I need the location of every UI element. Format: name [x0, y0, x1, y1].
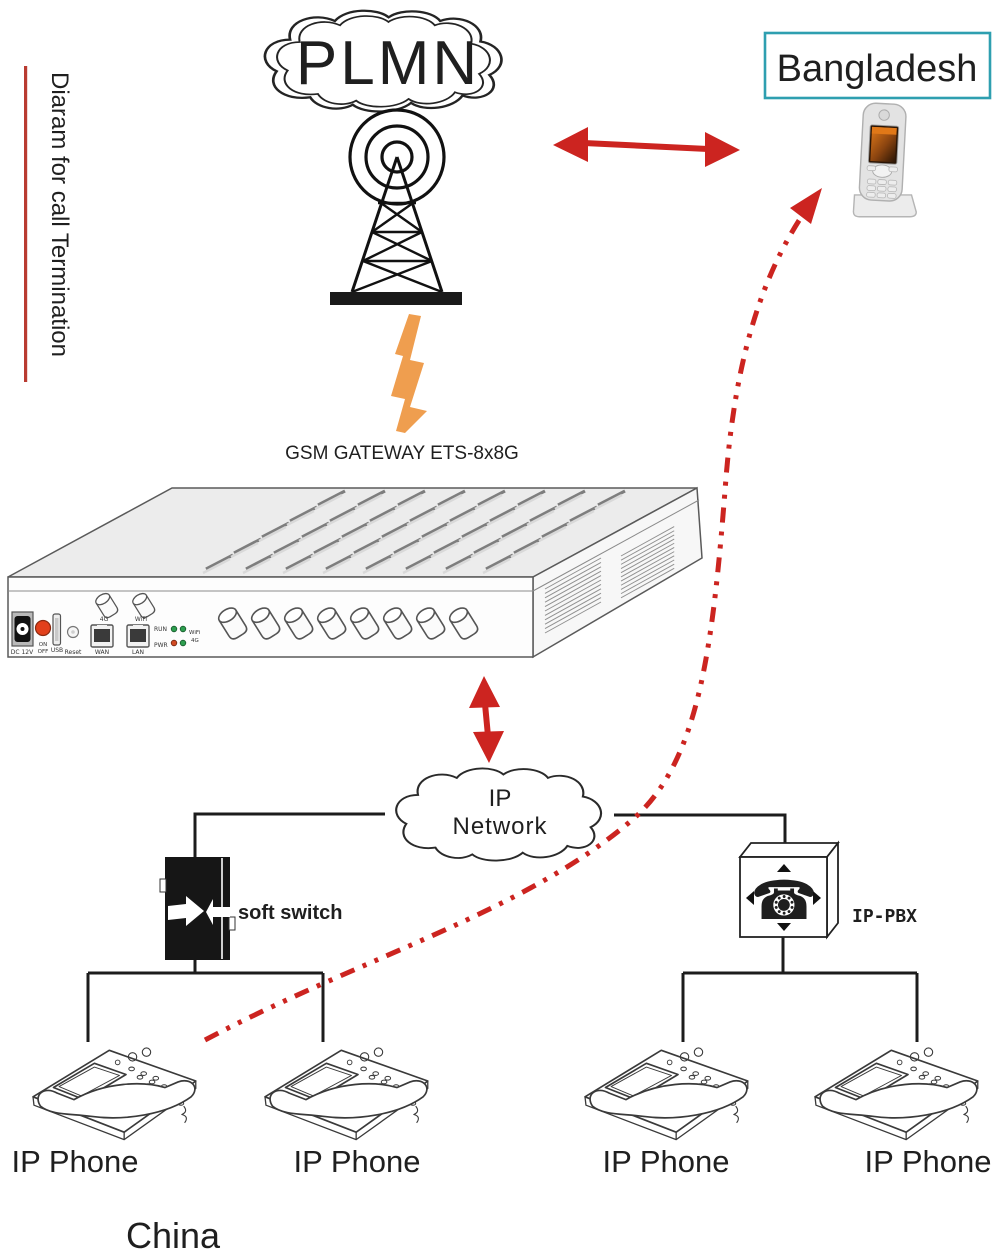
- side-title-rule: [24, 66, 28, 382]
- ant4g-label: 4G: [100, 616, 109, 623]
- side-title: Diaram for call Termination: [24, 66, 73, 382]
- call-route-dashed-path: [203, 198, 816, 1043]
- pbx-arrow-down: [777, 923, 791, 931]
- desk-phone-icon-4: [814, 1047, 979, 1141]
- ip-phone-label-4: IP Phone: [865, 1144, 992, 1179]
- plmn-cloud-icon: PLMN: [263, 9, 503, 113]
- run-led-1: [170, 625, 178, 633]
- antenna-tower-icon: [330, 108, 462, 305]
- off-label: OFF: [38, 649, 49, 655]
- run-label: RUN: [154, 626, 167, 633]
- soft-switch-arrow-right: [168, 896, 204, 926]
- wan-port: [90, 624, 114, 648]
- line-softswitch-to-phones: [86, 960, 325, 1042]
- lan-label: LAN: [132, 649, 144, 656]
- ip-pbx-label: IP-PBX: [852, 906, 917, 927]
- call-route: [203, 188, 822, 1043]
- ip-phone-label-3: IP Phone: [603, 1144, 730, 1179]
- pwr-led-2: [179, 639, 187, 647]
- antwifi-label: WiFi: [135, 616, 147, 623]
- gateway-caption: GSM GATEWAY ETS-8x8G: [285, 443, 519, 464]
- wan-label: WAN: [95, 649, 109, 656]
- run-led-2: [179, 625, 187, 633]
- soft-switch-arrow-left: [206, 899, 230, 925]
- call-route-arrowhead: [790, 188, 822, 224]
- bangladesh-label: Bangladesh: [777, 48, 978, 90]
- ip-network-line1: IP: [489, 785, 512, 812]
- soft-switch-icon: [159, 857, 236, 960]
- line-pbx-to-phones: [681, 937, 919, 1042]
- line-cloud-to-softswitch: [193, 812, 385, 857]
- ip-phone-label-2: IP Phone: [294, 1144, 421, 1179]
- soft-switch-label: soft switch: [238, 902, 342, 924]
- gsm-gateway-device: DC 12V ON OFF USB Reset 4G WAN WiFi LAN …: [7, 486, 703, 659]
- lan-port: [126, 624, 150, 648]
- china-label: China: [126, 1215, 221, 1255]
- power-button: [34, 619, 52, 637]
- led-4g-label: 4G: [191, 638, 199, 644]
- telephone-icon: ☎: [750, 871, 817, 931]
- pbx-arrow-left: [746, 891, 754, 905]
- reset-label: Reset: [65, 649, 82, 656]
- front-panel: DC 12V ON OFF USB Reset 4G WAN WiFi LAN …: [11, 590, 481, 656]
- plmn-bangladesh-arrow: [553, 127, 740, 167]
- dc-label: DC 12V: [11, 649, 34, 656]
- usb-label: USB: [51, 647, 63, 654]
- pbx-arrow-right: [813, 891, 821, 905]
- desk-phone-icon-3: [584, 1047, 749, 1141]
- plmn-label: PLMN: [296, 29, 480, 98]
- ip-network-line2: Network: [452, 813, 547, 840]
- on-label: ON: [39, 642, 47, 648]
- lightning-icon: [391, 314, 427, 433]
- led-wifi-label: WiFi: [189, 630, 201, 636]
- cordless-phone-icon: [852, 102, 917, 218]
- desk-phone-icon-1: [32, 1047, 197, 1141]
- bangladesh-box: Bangladesh: [763, 31, 992, 100]
- desk-phone-icon-2: [264, 1047, 429, 1141]
- pbx-arrow-up: [777, 864, 791, 872]
- line-cloud-to-pbx: [614, 813, 787, 844]
- ip-pbx-cube: ☎: [738, 840, 840, 940]
- connector-lines: [86, 812, 919, 1042]
- pwr-label: PWR: [154, 642, 168, 649]
- pwr-led: [170, 639, 178, 647]
- ip-phone-label-1: IP Phone: [12, 1144, 139, 1179]
- side-title-text: Diaram for call Termination: [46, 72, 73, 357]
- ip-network-cloud-icon: IP Network: [395, 767, 603, 862]
- gateway-network-arrow: [469, 676, 504, 763]
